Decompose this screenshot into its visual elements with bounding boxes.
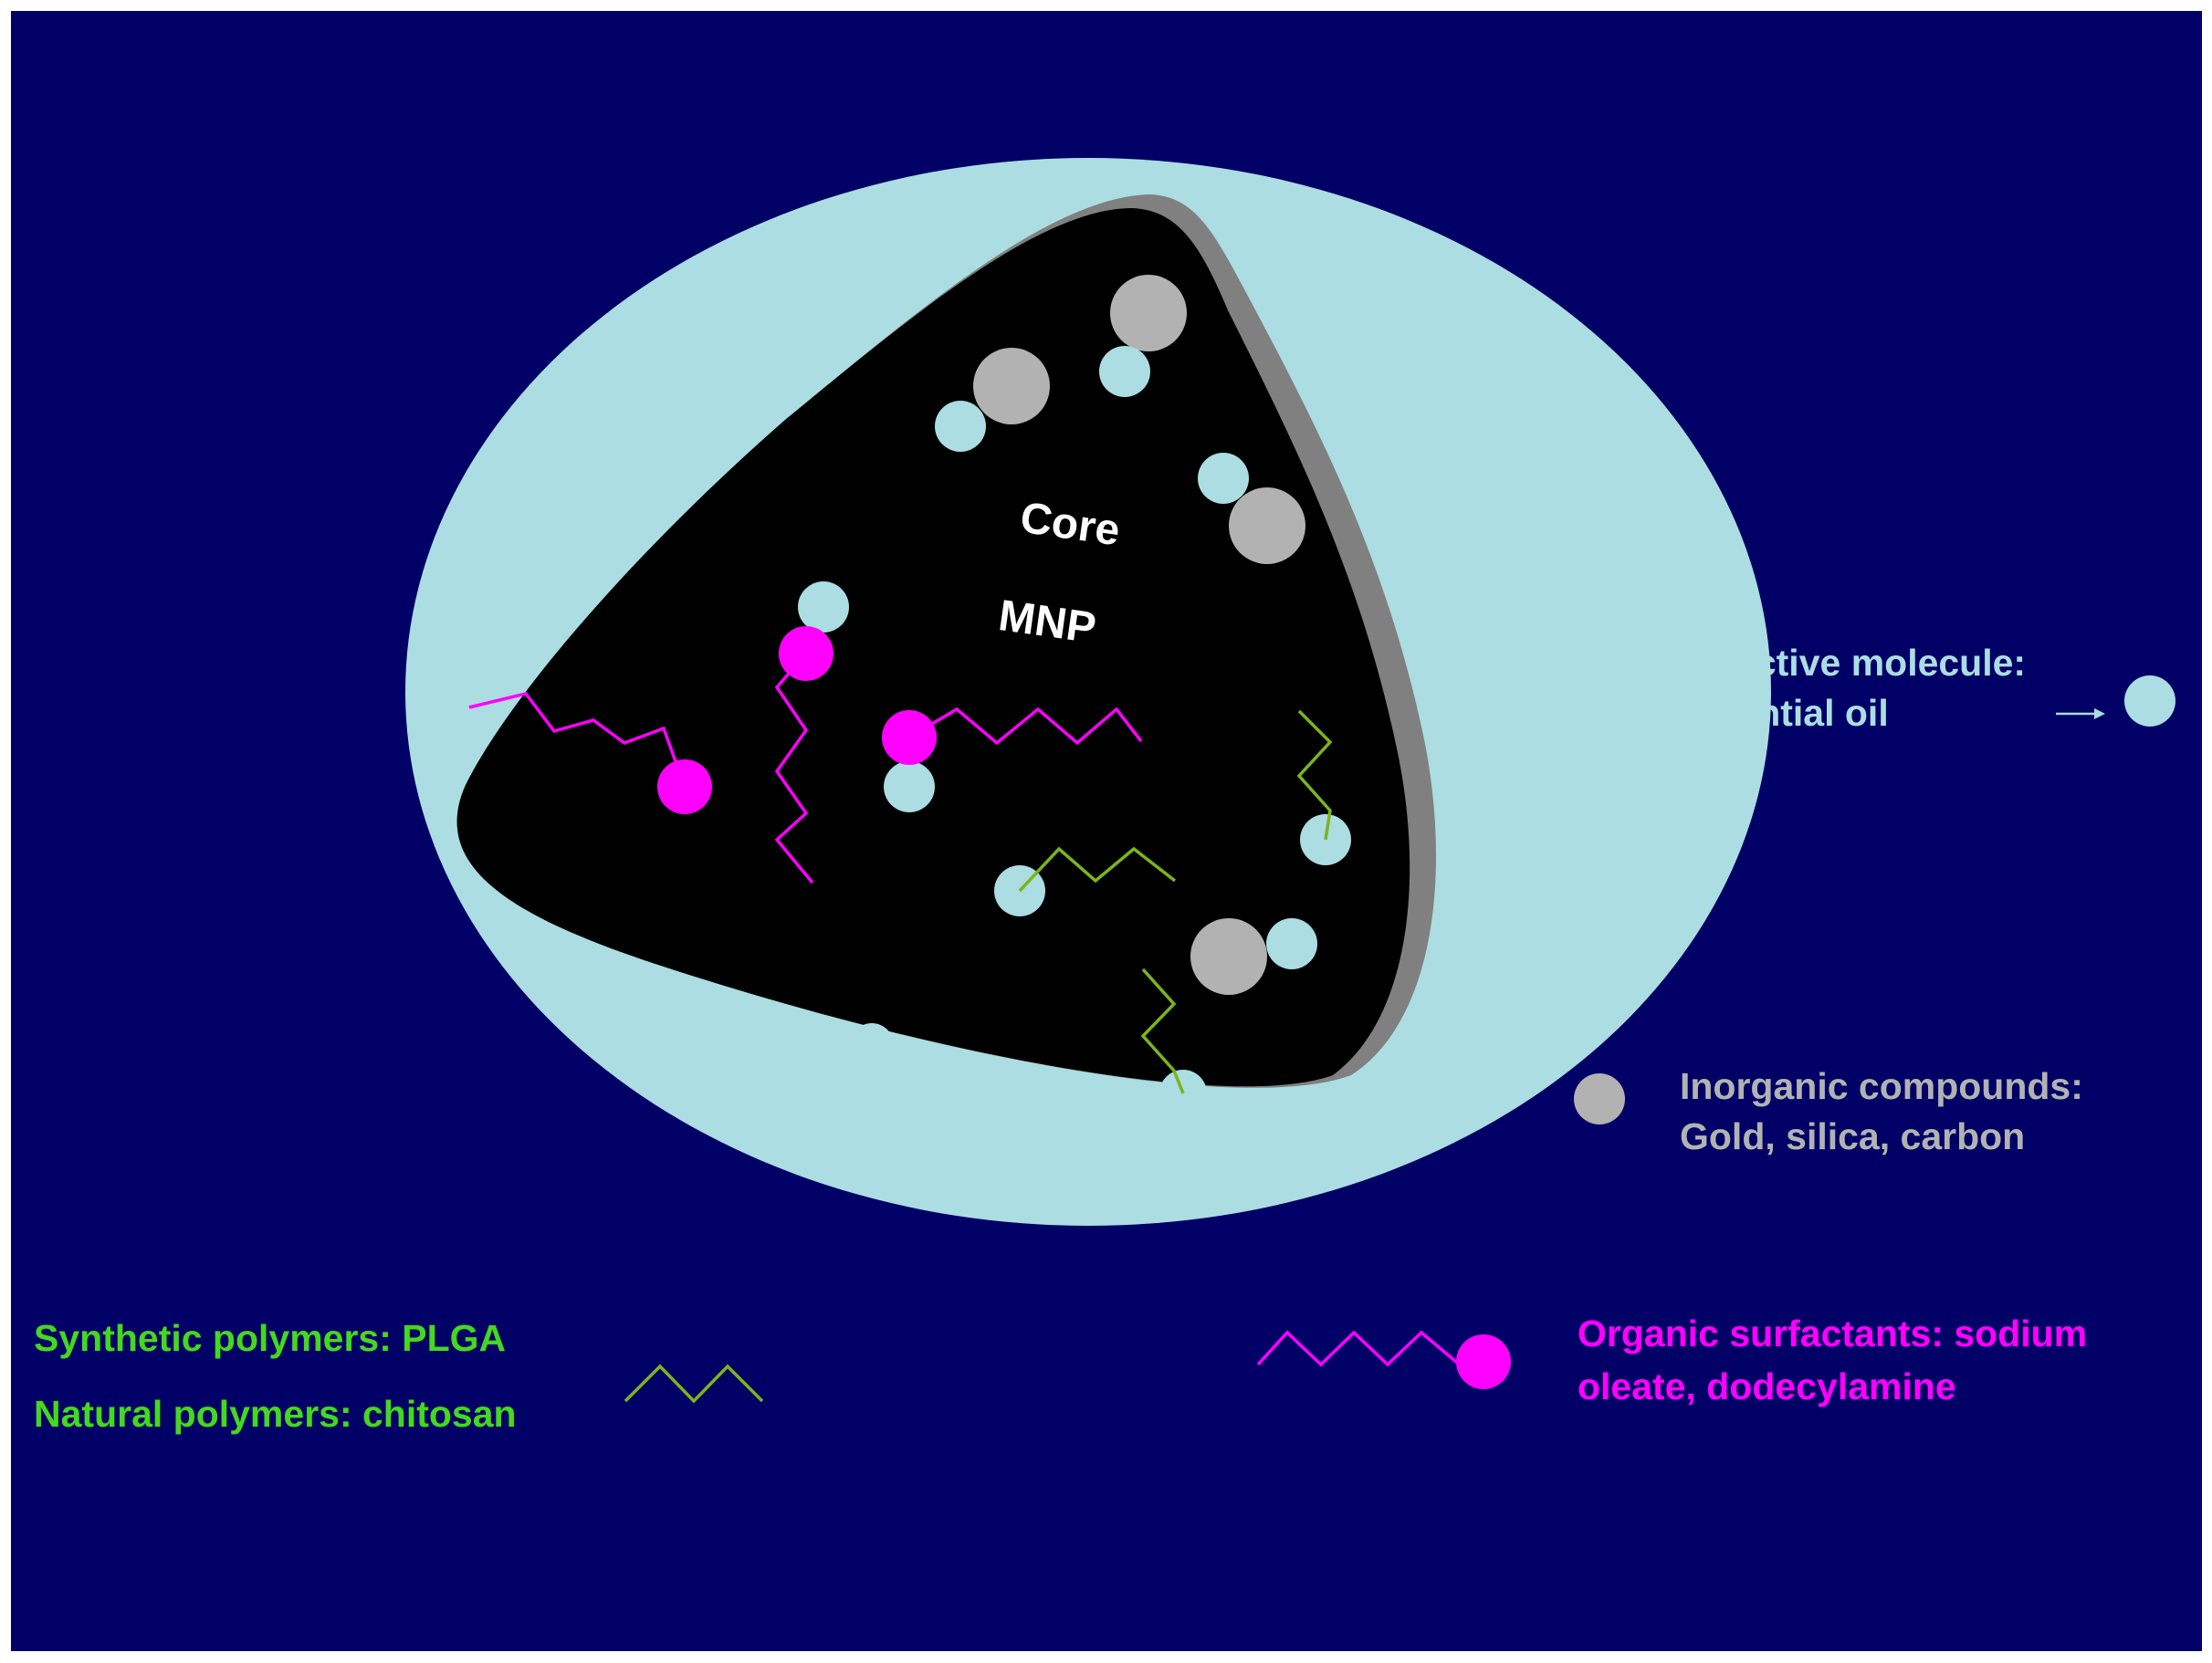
inorganic-legend-icon <box>1574 1073 1625 1124</box>
essential-oil-particle <box>1099 346 1150 397</box>
surfactant-legend-head <box>1456 1334 1511 1389</box>
polymer-legend-icon <box>624 1364 764 1404</box>
polymer-chain <box>1018 846 1177 893</box>
essential-oil-particle <box>884 761 935 812</box>
essential-oil-particle <box>1198 453 1249 504</box>
essential-oil-legend-icon <box>2124 675 2175 727</box>
bioactive-label-line1: Bioactive molecule: <box>1674 642 2026 684</box>
inorganic-particle <box>1110 275 1187 351</box>
surfactant-head <box>657 759 712 814</box>
bioactive-label-line2: essential oil <box>1674 692 1889 734</box>
inorganic-particle <box>1229 487 1305 564</box>
polymer-chain <box>1140 967 1185 1094</box>
surfactant-head <box>779 626 833 681</box>
inorganic-label-line1: Inorganic compounds: <box>1680 1065 2083 1107</box>
core-mnp <box>456 208 1410 1087</box>
surfactant-tail <box>908 706 1143 746</box>
surfactant-head <box>882 710 937 765</box>
essential-oil-particle <box>798 581 849 633</box>
synthetic-polymers-label: Synthetic polymers: PLGA <box>34 1317 506 1359</box>
polymer-chain <box>1296 709 1333 841</box>
shell-bump <box>850 1023 894 1067</box>
essential-oil-particle <box>1266 918 1317 969</box>
surfactant-legend-tail <box>1256 1330 1483 1367</box>
legend-arrow-head <box>2094 708 2105 719</box>
inorganic-label-line2: Gold, silica, carbon <box>1680 1115 2025 1157</box>
pointer-arrow-head <box>1592 696 1603 706</box>
inorganic-particle <box>1190 918 1267 995</box>
surfactants-label-line1: Organic surfactants: sodium <box>1578 1313 2087 1354</box>
inorganic-particle <box>973 348 1050 424</box>
surfactant-tail <box>468 692 687 788</box>
surfactant-tail <box>774 652 814 884</box>
essential-oil-particle <box>935 401 986 452</box>
surfactants-label-line2: oleate, dodecylamine <box>1578 1365 1956 1407</box>
natural-polymers-label: Natural polymers: chitosan <box>34 1393 517 1435</box>
